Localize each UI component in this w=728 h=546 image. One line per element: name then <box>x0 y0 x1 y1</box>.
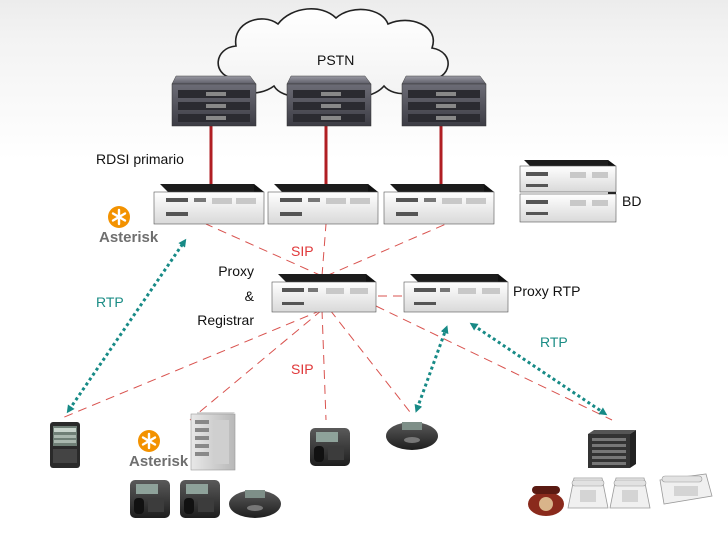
conference-phone-2-icon <box>386 422 438 450</box>
conference-phone-1-icon <box>229 490 281 518</box>
ip-phone-3-icon <box>310 428 350 466</box>
proxy-label-line3: Registrar <box>197 312 254 328</box>
analog-phone-white-1-icon <box>567 477 609 509</box>
asterisk-logo-bottom: Asterisk <box>129 430 189 470</box>
database-appliance-icon <box>519 160 617 223</box>
isdn-trunk-lines <box>209 126 443 185</box>
sip-label-bottom: SIP <box>291 361 314 377</box>
isdn-switch-2-icon <box>286 75 372 127</box>
ip-phone-1-icon <box>130 480 170 518</box>
isdn-switch-1-icon <box>171 75 257 127</box>
rdsi-primario-label: RDSI primario <box>96 151 184 167</box>
analog-phone-red-icon <box>528 486 564 516</box>
svg-text:Asterisk: Asterisk <box>129 453 189 470</box>
pbx-appliance-1-icon <box>153 184 265 225</box>
isdn-switch-3-icon <box>401 75 487 127</box>
svg-text:Asterisk: Asterisk <box>99 229 159 246</box>
rtp-media-arrows <box>66 238 608 416</box>
sip-signaling-lines <box>61 223 613 421</box>
pbx-appliance-2-icon <box>267 184 379 225</box>
sip-label-top: SIP <box>291 243 314 259</box>
analog-phone-white-2-icon <box>609 477 651 509</box>
tower-server-icon <box>190 412 236 471</box>
rtp-label-right: RTP <box>540 334 568 350</box>
proxy-label-line1: Proxy <box>218 263 254 279</box>
pbx-appliance-3-icon <box>383 184 495 225</box>
asterisk-logo-top: Asterisk <box>99 206 159 246</box>
ip-phone-2-icon <box>180 480 220 518</box>
softphone-icon <box>50 422 80 468</box>
proxy-rtp-icon <box>403 274 509 313</box>
pstn-label: PSTN <box>317 52 355 68</box>
proxy-registrar-icon <box>271 274 377 313</box>
gateway-icon <box>588 430 636 468</box>
bd-label: BD <box>622 193 642 209</box>
proxy-rtp-label: Proxy RTP <box>513 283 581 299</box>
analog-phone-white-3-icon <box>659 473 713 505</box>
rtp-label-left: RTP <box>96 294 124 310</box>
proxy-label-line2: & <box>244 288 254 304</box>
